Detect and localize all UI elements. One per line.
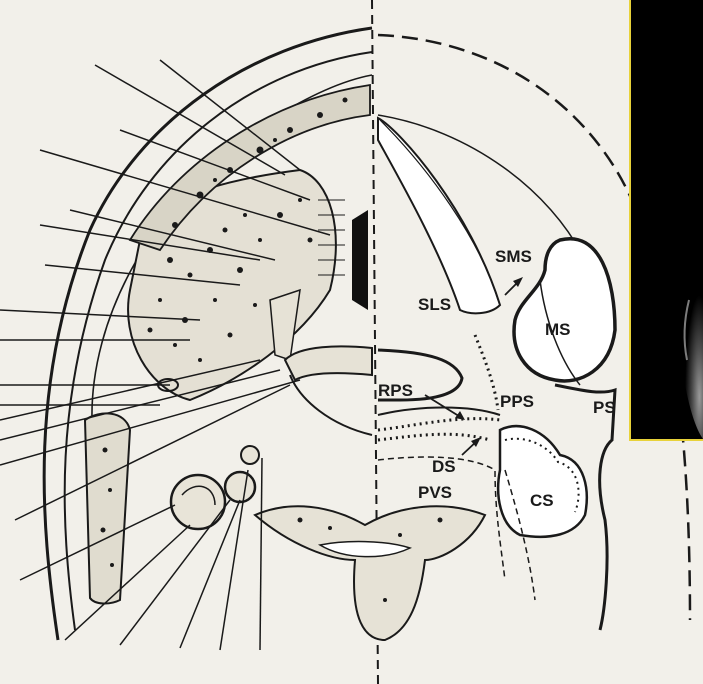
vessel-carotid — [225, 472, 255, 502]
label-sms: SMS — [495, 247, 532, 266]
label-rps: RPS — [378, 381, 413, 400]
inset-image-panel — [629, 0, 703, 441]
vessel-jugular — [171, 475, 225, 529]
vessel-small — [241, 446, 259, 464]
label-ms: MS — [545, 320, 571, 339]
label-sls: SLS — [418, 295, 451, 314]
label-pvs: PVS — [418, 483, 452, 502]
label-ds: DS — [432, 457, 456, 476]
vomer-dark — [352, 210, 368, 310]
label-ps: PS — [593, 398, 616, 417]
inset-scan-image — [631, 0, 703, 439]
label-pps: PPS — [500, 392, 534, 411]
label-cs: CS — [530, 491, 554, 510]
